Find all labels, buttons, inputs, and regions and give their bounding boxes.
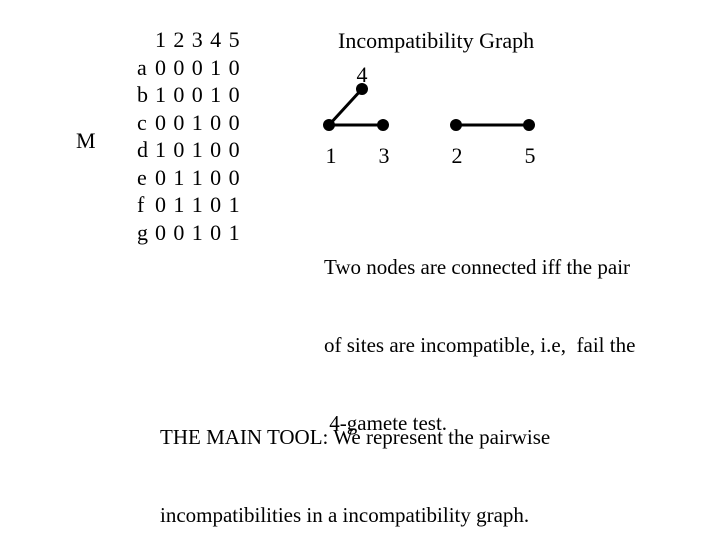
- matrix-row-label: c: [137, 109, 147, 135]
- matrix-cell: 0: [155, 219, 166, 245]
- incompatibility-graph: 4 1 3 2 5: [323, 62, 536, 168]
- main-tool-statement: THE MAIN TOOL: We represent the pairwise…: [160, 372, 550, 554]
- matrix-cell: 0: [228, 164, 240, 190]
- matrix-cell: 1: [191, 192, 203, 217]
- node-1: [323, 119, 335, 131]
- matrix-cell: 0: [155, 164, 166, 190]
- matrix-cell: 0: [173, 219, 185, 245]
- matrix-cell: 0: [155, 109, 166, 135]
- matrix-cell: 1: [191, 109, 203, 135]
- matrix-column-header: 3: [191, 27, 203, 52]
- matrix-cell: 0: [228, 54, 240, 80]
- matrix-cell: 1: [228, 192, 240, 217]
- graph-title: Incompatibility Graph: [338, 28, 535, 53]
- matrix-row-label: b: [137, 82, 148, 107]
- graph-description: Two nodes are connected iff the pair of …: [324, 202, 635, 462]
- matrix-cell: 0: [210, 137, 222, 162]
- node-label-3: 3: [379, 143, 390, 168]
- node-5: [523, 119, 535, 131]
- matrix-cell: 0: [173, 82, 185, 107]
- main-tool-line: incompatibilities in a incompatibility g…: [160, 503, 530, 527]
- matrix-column-header: 1: [155, 27, 166, 52]
- matrix-row-label: f: [137, 192, 145, 217]
- matrix-cell: 0: [173, 109, 185, 135]
- matrix-cell: 0: [173, 54, 185, 80]
- matrix-cell: 0: [228, 137, 240, 162]
- node-3: [377, 119, 389, 131]
- node-label-4: 4: [357, 62, 368, 87]
- matrix-cell: 0: [210, 109, 222, 135]
- matrix-cell: 0: [191, 82, 203, 107]
- matrix-row-label: a: [137, 54, 147, 80]
- matrix-cell: 1: [210, 82, 222, 107]
- matrix-cell: 0: [210, 219, 222, 245]
- edge-4-1: [327, 87, 364, 127]
- matrix-cell: 0: [210, 164, 222, 190]
- node-4: [356, 83, 368, 95]
- node-2: [450, 119, 462, 131]
- matrix-cell: 0: [155, 192, 166, 217]
- matrix-row-label: e: [137, 164, 147, 190]
- matrix-cell: 0: [210, 192, 222, 217]
- matrix-column-header: 2: [173, 27, 185, 52]
- node-label-5: 5: [525, 143, 536, 168]
- matrix-cell: 0: [155, 54, 166, 80]
- node-label-2: 2: [452, 143, 463, 168]
- description-line: 4-gamete test.: [324, 411, 448, 435]
- description-line: of sites are incompatible, i.e, fail the: [324, 333, 636, 357]
- matrix-cell: 1: [173, 192, 185, 217]
- matrix-cell: 1: [155, 137, 166, 162]
- matrix-row-label: d: [137, 137, 148, 162]
- matrix-cell: 0: [173, 137, 185, 162]
- matrix-column-header: 4: [210, 27, 222, 52]
- matrix-cell: 1: [191, 164, 203, 190]
- matrix-name: M: [76, 128, 96, 153]
- main-tool-line: THE MAIN TOOL: We represent the pairwise: [160, 425, 551, 449]
- matrix-cell: 1: [210, 54, 222, 80]
- matrix-cell: 0: [228, 109, 240, 135]
- node-label-1: 1: [326, 143, 337, 168]
- matrix-cell: 1: [173, 164, 185, 190]
- matrix-cell: 1: [155, 82, 166, 107]
- matrix-cell: 1: [228, 219, 240, 245]
- matrix-cell: 1: [191, 219, 203, 245]
- matrix-cell: 1: [191, 137, 203, 162]
- matrix-row-label: g: [137, 219, 148, 245]
- matrix-column-header: 5: [228, 27, 240, 52]
- matrix-cell: 0: [228, 82, 240, 107]
- description-line: Two nodes are connected iff the pair: [324, 255, 631, 279]
- matrix-cell: 0: [191, 54, 203, 80]
